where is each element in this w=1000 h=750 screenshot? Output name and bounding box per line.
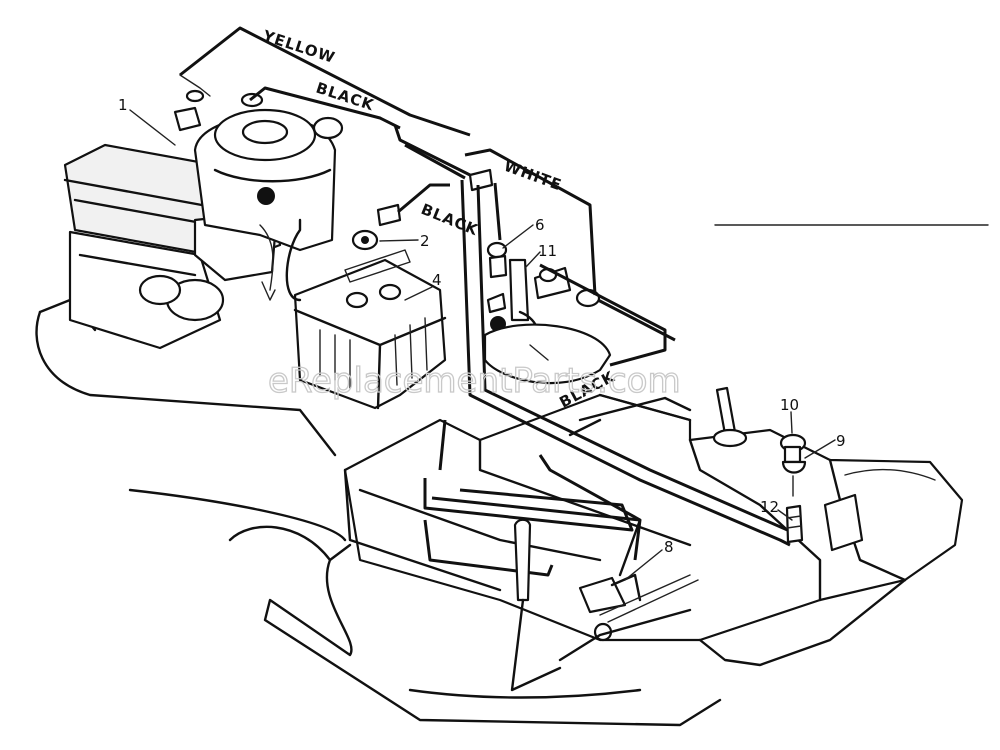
callout-4: 4 xyxy=(432,271,442,289)
starter-battery xyxy=(293,249,447,410)
callout-8: 8 xyxy=(664,538,674,556)
solenoid xyxy=(285,218,379,302)
wire-label-yellow: YELLOW xyxy=(260,26,338,67)
wiring-harness xyxy=(179,26,793,577)
callout-2: 2 xyxy=(420,232,430,250)
mower-deck xyxy=(35,298,722,727)
callout-9: 9 xyxy=(836,432,846,450)
dash-switches xyxy=(779,433,807,544)
callout-12: 12 xyxy=(760,498,779,516)
leader-lines xyxy=(129,109,989,581)
watermark: eReplacementParts.com xyxy=(268,361,681,401)
callout-6: 6 xyxy=(535,216,545,234)
callout-1: 1 xyxy=(118,96,128,114)
floor-wire-loop xyxy=(423,478,641,577)
wire-label-white: WHITE xyxy=(502,157,565,194)
callout-11: 11 xyxy=(538,242,557,260)
switch-cluster xyxy=(483,241,612,385)
tractor-body xyxy=(343,386,964,667)
pto-switch xyxy=(558,573,699,662)
engine xyxy=(63,89,344,350)
lift-lever xyxy=(510,518,562,692)
callout-10: 10 xyxy=(780,396,799,414)
